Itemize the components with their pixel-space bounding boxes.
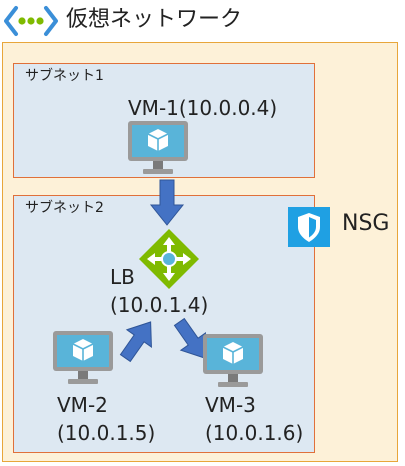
lb-name: LB (110, 265, 135, 289)
vm1-label: VM-1(10.0.0.4) (128, 96, 278, 120)
vm3-name: VM-3 (205, 393, 256, 417)
lb-address: (10.0.1.4) (110, 293, 209, 317)
vm2-name: VM-2 (57, 393, 108, 417)
subnet-1-label: サブネット1 (25, 68, 104, 84)
nsg-label: NSG (342, 211, 390, 236)
subnet-2-label: サブネット2 (25, 200, 104, 216)
vm2-icon (53, 331, 113, 384)
shield-icon (288, 207, 330, 247)
vm3-address: (10.0.1.6) (205, 421, 304, 445)
vnet-title: 仮想ネットワーク (66, 7, 243, 32)
arrow-vm1-to-lb (149, 179, 185, 226)
vm2-address: (10.0.1.5) (57, 421, 156, 445)
load-balancer-icon (139, 229, 199, 289)
vm3-icon (203, 334, 263, 387)
vnet-icon (4, 6, 58, 36)
vm1-icon (128, 121, 188, 174)
arrow-lb-to-vm2 (119, 321, 152, 363)
